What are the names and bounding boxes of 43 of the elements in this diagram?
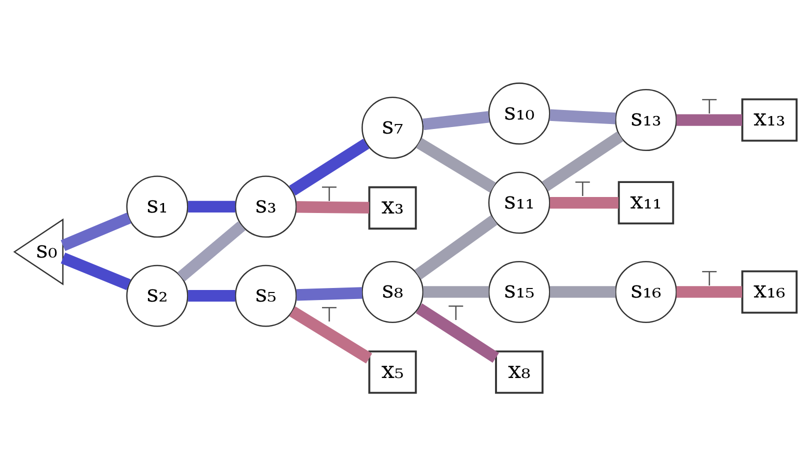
connector <box>550 286 616 298</box>
node-circle: s₅ <box>234 264 297 326</box>
connector <box>676 114 742 126</box>
connector <box>188 200 236 212</box>
node-circle: s₁ <box>126 175 188 238</box>
connector <box>422 110 490 130</box>
connector <box>416 302 499 362</box>
node-circle: s₁₅ <box>488 260 550 323</box>
node-box: x₅ <box>368 350 417 394</box>
connector <box>550 108 616 124</box>
connector <box>289 306 372 363</box>
edge-label: ⊤ <box>574 176 592 201</box>
edge-label: ⊤ <box>700 266 718 290</box>
connector <box>177 220 246 281</box>
node-circle: s₂ <box>126 264 188 326</box>
node-circle: s₁₆ <box>614 260 678 323</box>
node-circle: s₁₀ <box>488 82 550 144</box>
node-circle: s₁₁ <box>488 171 550 234</box>
connector <box>60 212 132 250</box>
connector <box>188 290 236 302</box>
connector <box>289 138 370 196</box>
node-box: x₁₆ <box>741 270 798 314</box>
connector <box>296 200 370 214</box>
edge-label: ⊤ <box>320 302 338 326</box>
node-box: x₃ <box>368 186 417 230</box>
node-circle: s₃ <box>234 175 297 238</box>
connector <box>296 286 362 300</box>
node-box: x₁₁ <box>618 180 674 224</box>
node-box: x₁₃ <box>741 98 798 142</box>
node-circle: s₈ <box>362 260 424 323</box>
connector <box>550 196 618 208</box>
edge-label: ⊤ <box>320 182 338 206</box>
node-circle: s₁₃ <box>614 88 678 151</box>
edge-label: ⊤ <box>700 94 718 118</box>
connector <box>60 252 131 290</box>
connector <box>542 131 624 191</box>
connector <box>676 286 742 298</box>
node-box: x₈ <box>495 350 544 394</box>
connector <box>414 214 498 279</box>
connector <box>423 286 489 298</box>
edge-label: ⊤ <box>446 300 465 325</box>
node-circle: s₇ <box>362 96 424 158</box>
connector <box>416 137 496 192</box>
